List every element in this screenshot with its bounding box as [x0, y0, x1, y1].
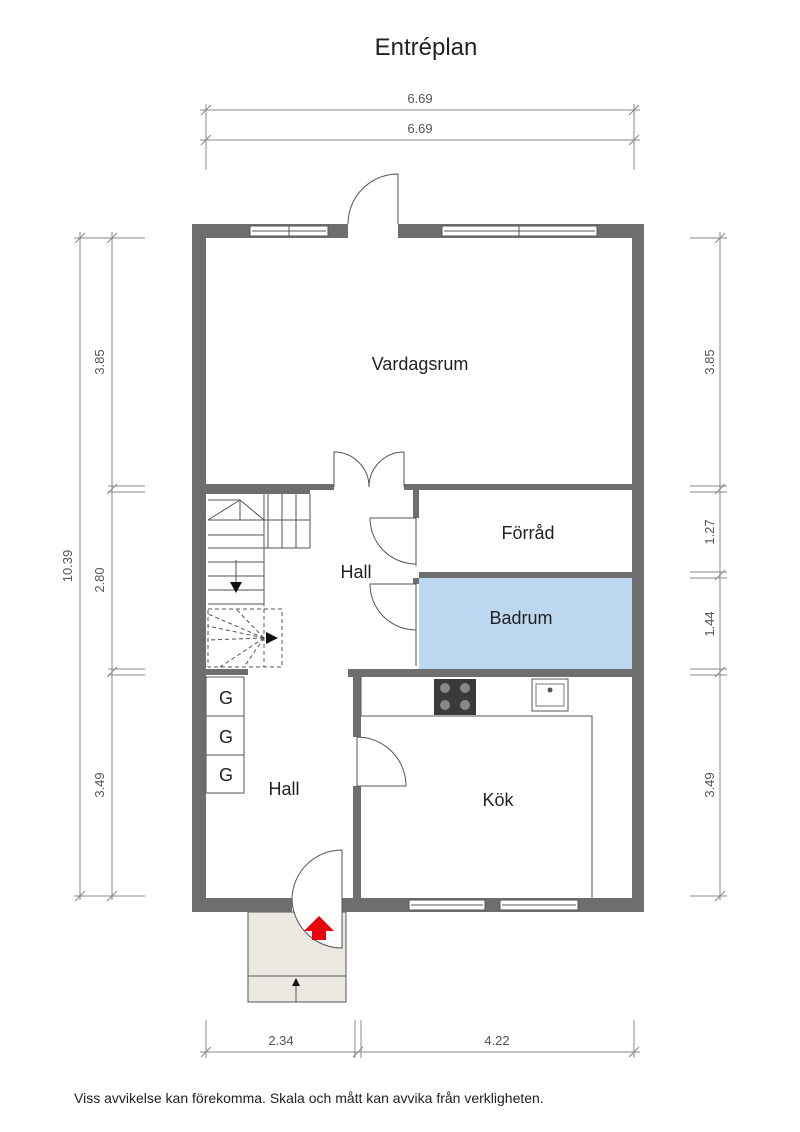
- wardrobes: G G G: [205, 676, 245, 794]
- door-kitchen: [356, 736, 407, 787]
- staircase: [207, 494, 311, 668]
- door-entrance: [291, 849, 343, 949]
- dim-left-total: 10.39: [60, 550, 75, 583]
- dim-right-upper: 3.85: [702, 349, 717, 374]
- wardrobe-label: G: [219, 688, 233, 708]
- window-living-left: [249, 225, 329, 237]
- door-balcony: [347, 173, 399, 225]
- kitchen-counter: [360, 677, 593, 898]
- dim-right-storage: 1.27: [702, 519, 717, 544]
- door-storage: [369, 517, 417, 566]
- stove-icon: [434, 679, 476, 715]
- bottom-dimensions: 2.34 4.22: [200, 1020, 640, 1058]
- dim-left-upper: 3.85: [92, 349, 107, 374]
- room-label-hall-lower: Hall: [268, 779, 299, 799]
- plan-title: Entréplan: [375, 34, 478, 61]
- door-living-double: [333, 451, 405, 488]
- dim-left-lower: 3.49: [92, 772, 107, 797]
- dim-right-bath: 1.44: [702, 611, 717, 636]
- room-label-hall-upper: Hall: [340, 562, 371, 582]
- wardrobe-label: G: [219, 727, 233, 747]
- room-label-bathroom: Badrum: [489, 608, 552, 628]
- exterior-walls: [192, 224, 644, 912]
- sink-icon: [531, 678, 569, 712]
- left-dimensions: 10.39 3.85 2.80 3.49: [60, 232, 145, 902]
- room-label-storage: Förråd: [501, 523, 554, 543]
- window-living-right: [441, 225, 598, 237]
- dim-bottom-left: 2.34: [268, 1033, 293, 1048]
- dim-top-inner: 6.69: [407, 121, 432, 136]
- interior-walls: [206, 484, 632, 898]
- dim-right-lower: 3.49: [702, 772, 717, 797]
- bathroom-floor: [419, 578, 632, 669]
- window-kitchen-right: [499, 899, 579, 911]
- door-bathroom: [369, 583, 417, 666]
- wardrobe-label: G: [219, 765, 233, 785]
- dim-bottom-right: 4.22: [484, 1033, 509, 1048]
- right-dimensions: 3.85 1.27 1.44 3.49: [690, 232, 727, 902]
- disclaimer-text: Viss avvikelse kan förekomma. Skala och …: [74, 1090, 544, 1106]
- dim-top-outer: 6.69: [407, 91, 432, 106]
- room-label-living: Vardagsrum: [372, 354, 469, 374]
- top-dimensions: 6.69 6.69: [200, 91, 640, 170]
- window-kitchen-left: [408, 899, 486, 911]
- room-label-kitchen: Kök: [482, 790, 514, 810]
- entrance-arrow-icon: [304, 916, 334, 940]
- dim-left-middle: 2.80: [92, 567, 107, 592]
